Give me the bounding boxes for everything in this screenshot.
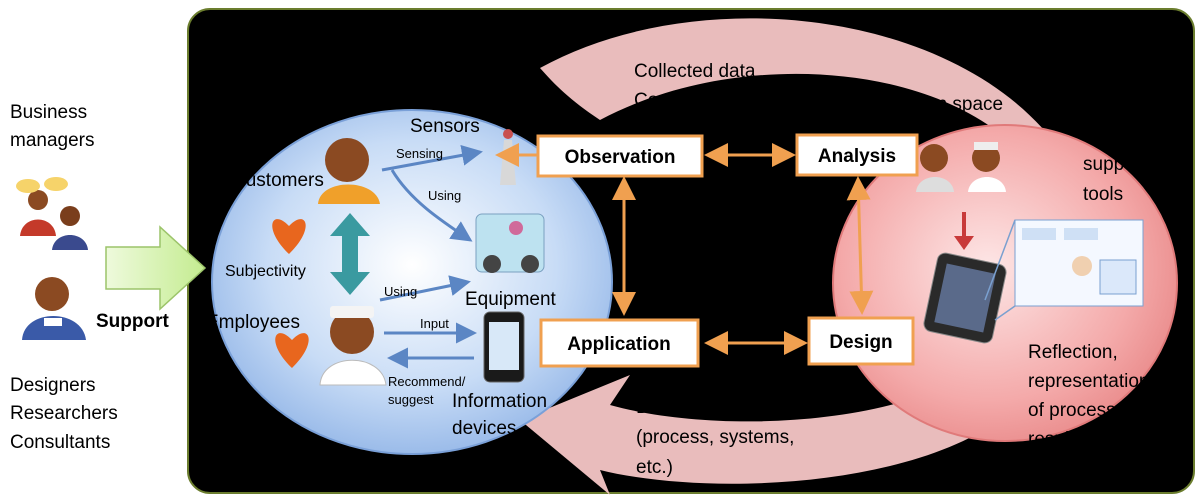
tablet-icon bbox=[923, 252, 1007, 344]
application-label: Application bbox=[567, 334, 670, 355]
reflection-label-2: representation bbox=[1028, 371, 1149, 392]
cycle-arrow-lower bbox=[520, 375, 1000, 495]
using-label-2: Using bbox=[384, 284, 417, 299]
results-label-1: Design results bbox=[636, 397, 756, 418]
designers-label: Designers bbox=[10, 375, 96, 396]
business-label-2: managers bbox=[10, 130, 95, 151]
collected-label-1: Collected data bbox=[634, 61, 756, 82]
designer-icon bbox=[22, 277, 86, 340]
results-label-3: etc.) bbox=[636, 457, 673, 478]
tools-label-1: Design bbox=[1083, 124, 1142, 145]
input-label: Input bbox=[420, 316, 449, 331]
tools-label-2: support bbox=[1083, 154, 1147, 175]
observation-label: Observation bbox=[565, 147, 676, 168]
collected-label-2: Concerns bbox=[634, 90, 715, 111]
design-space-title: Design space bbox=[888, 94, 1003, 115]
design-tool-screen bbox=[1014, 219, 1144, 307]
work-space-title: Work space bbox=[343, 49, 443, 70]
employee-icon bbox=[319, 306, 387, 386]
info-devices-label-1: Information bbox=[452, 391, 547, 412]
heart-icon-customer bbox=[272, 219, 306, 254]
down-arrow bbox=[954, 212, 974, 250]
equipment-icon bbox=[475, 213, 545, 273]
customer-icon bbox=[318, 138, 380, 204]
using-arrow-2 bbox=[379, 275, 471, 302]
sensors-label: Sensors bbox=[410, 116, 480, 137]
analysis-label: Analysis bbox=[818, 146, 896, 167]
recommend-label-2: suggest bbox=[388, 392, 434, 407]
analysis-box bbox=[795, 133, 919, 177]
analysis-design-link bbox=[846, 176, 874, 315]
tools-label-3: tools bbox=[1083, 184, 1123, 205]
subjectivity-label: Subjectivity bbox=[225, 263, 306, 280]
subjectivity-arrow bbox=[330, 213, 370, 295]
consultants-label: Consultants bbox=[10, 432, 110, 453]
reflection-label-4: results bbox=[1028, 429, 1084, 450]
using-arrow-1 bbox=[390, 169, 473, 242]
heart-icon-employee bbox=[275, 333, 309, 368]
equipment-label: Equipment bbox=[465, 289, 557, 310]
support-arrow bbox=[105, 225, 207, 311]
application-box bbox=[539, 318, 700, 368]
researchers-label: Researchers bbox=[10, 403, 118, 424]
phone-icon bbox=[483, 311, 525, 383]
tablet-link-lines bbox=[984, 219, 1016, 321]
design-space-circle bbox=[832, 124, 1178, 442]
employees-label: Employees bbox=[206, 312, 300, 333]
observation-box bbox=[536, 134, 704, 178]
sensing-arrow bbox=[381, 144, 483, 172]
results-label-2: (process, systems, bbox=[636, 427, 794, 448]
business-label-1: Business bbox=[10, 102, 87, 123]
designer-pair-icon bbox=[916, 142, 1006, 192]
reflection-label-3: of process and bbox=[1028, 400, 1153, 421]
sensing-label: Sensing bbox=[396, 146, 443, 161]
design-box bbox=[807, 316, 915, 366]
support-label: Support bbox=[96, 311, 169, 332]
customers-label: Customers bbox=[232, 170, 324, 191]
using-label-1: Using bbox=[428, 188, 461, 203]
reflection-label-1: Reflection, bbox=[1028, 342, 1118, 363]
design-label: Design bbox=[829, 332, 892, 353]
recommend-label-1: Recommend/ bbox=[388, 374, 466, 389]
info-devices-label-2: devices bbox=[452, 418, 516, 439]
business-managers-icon bbox=[16, 177, 88, 250]
